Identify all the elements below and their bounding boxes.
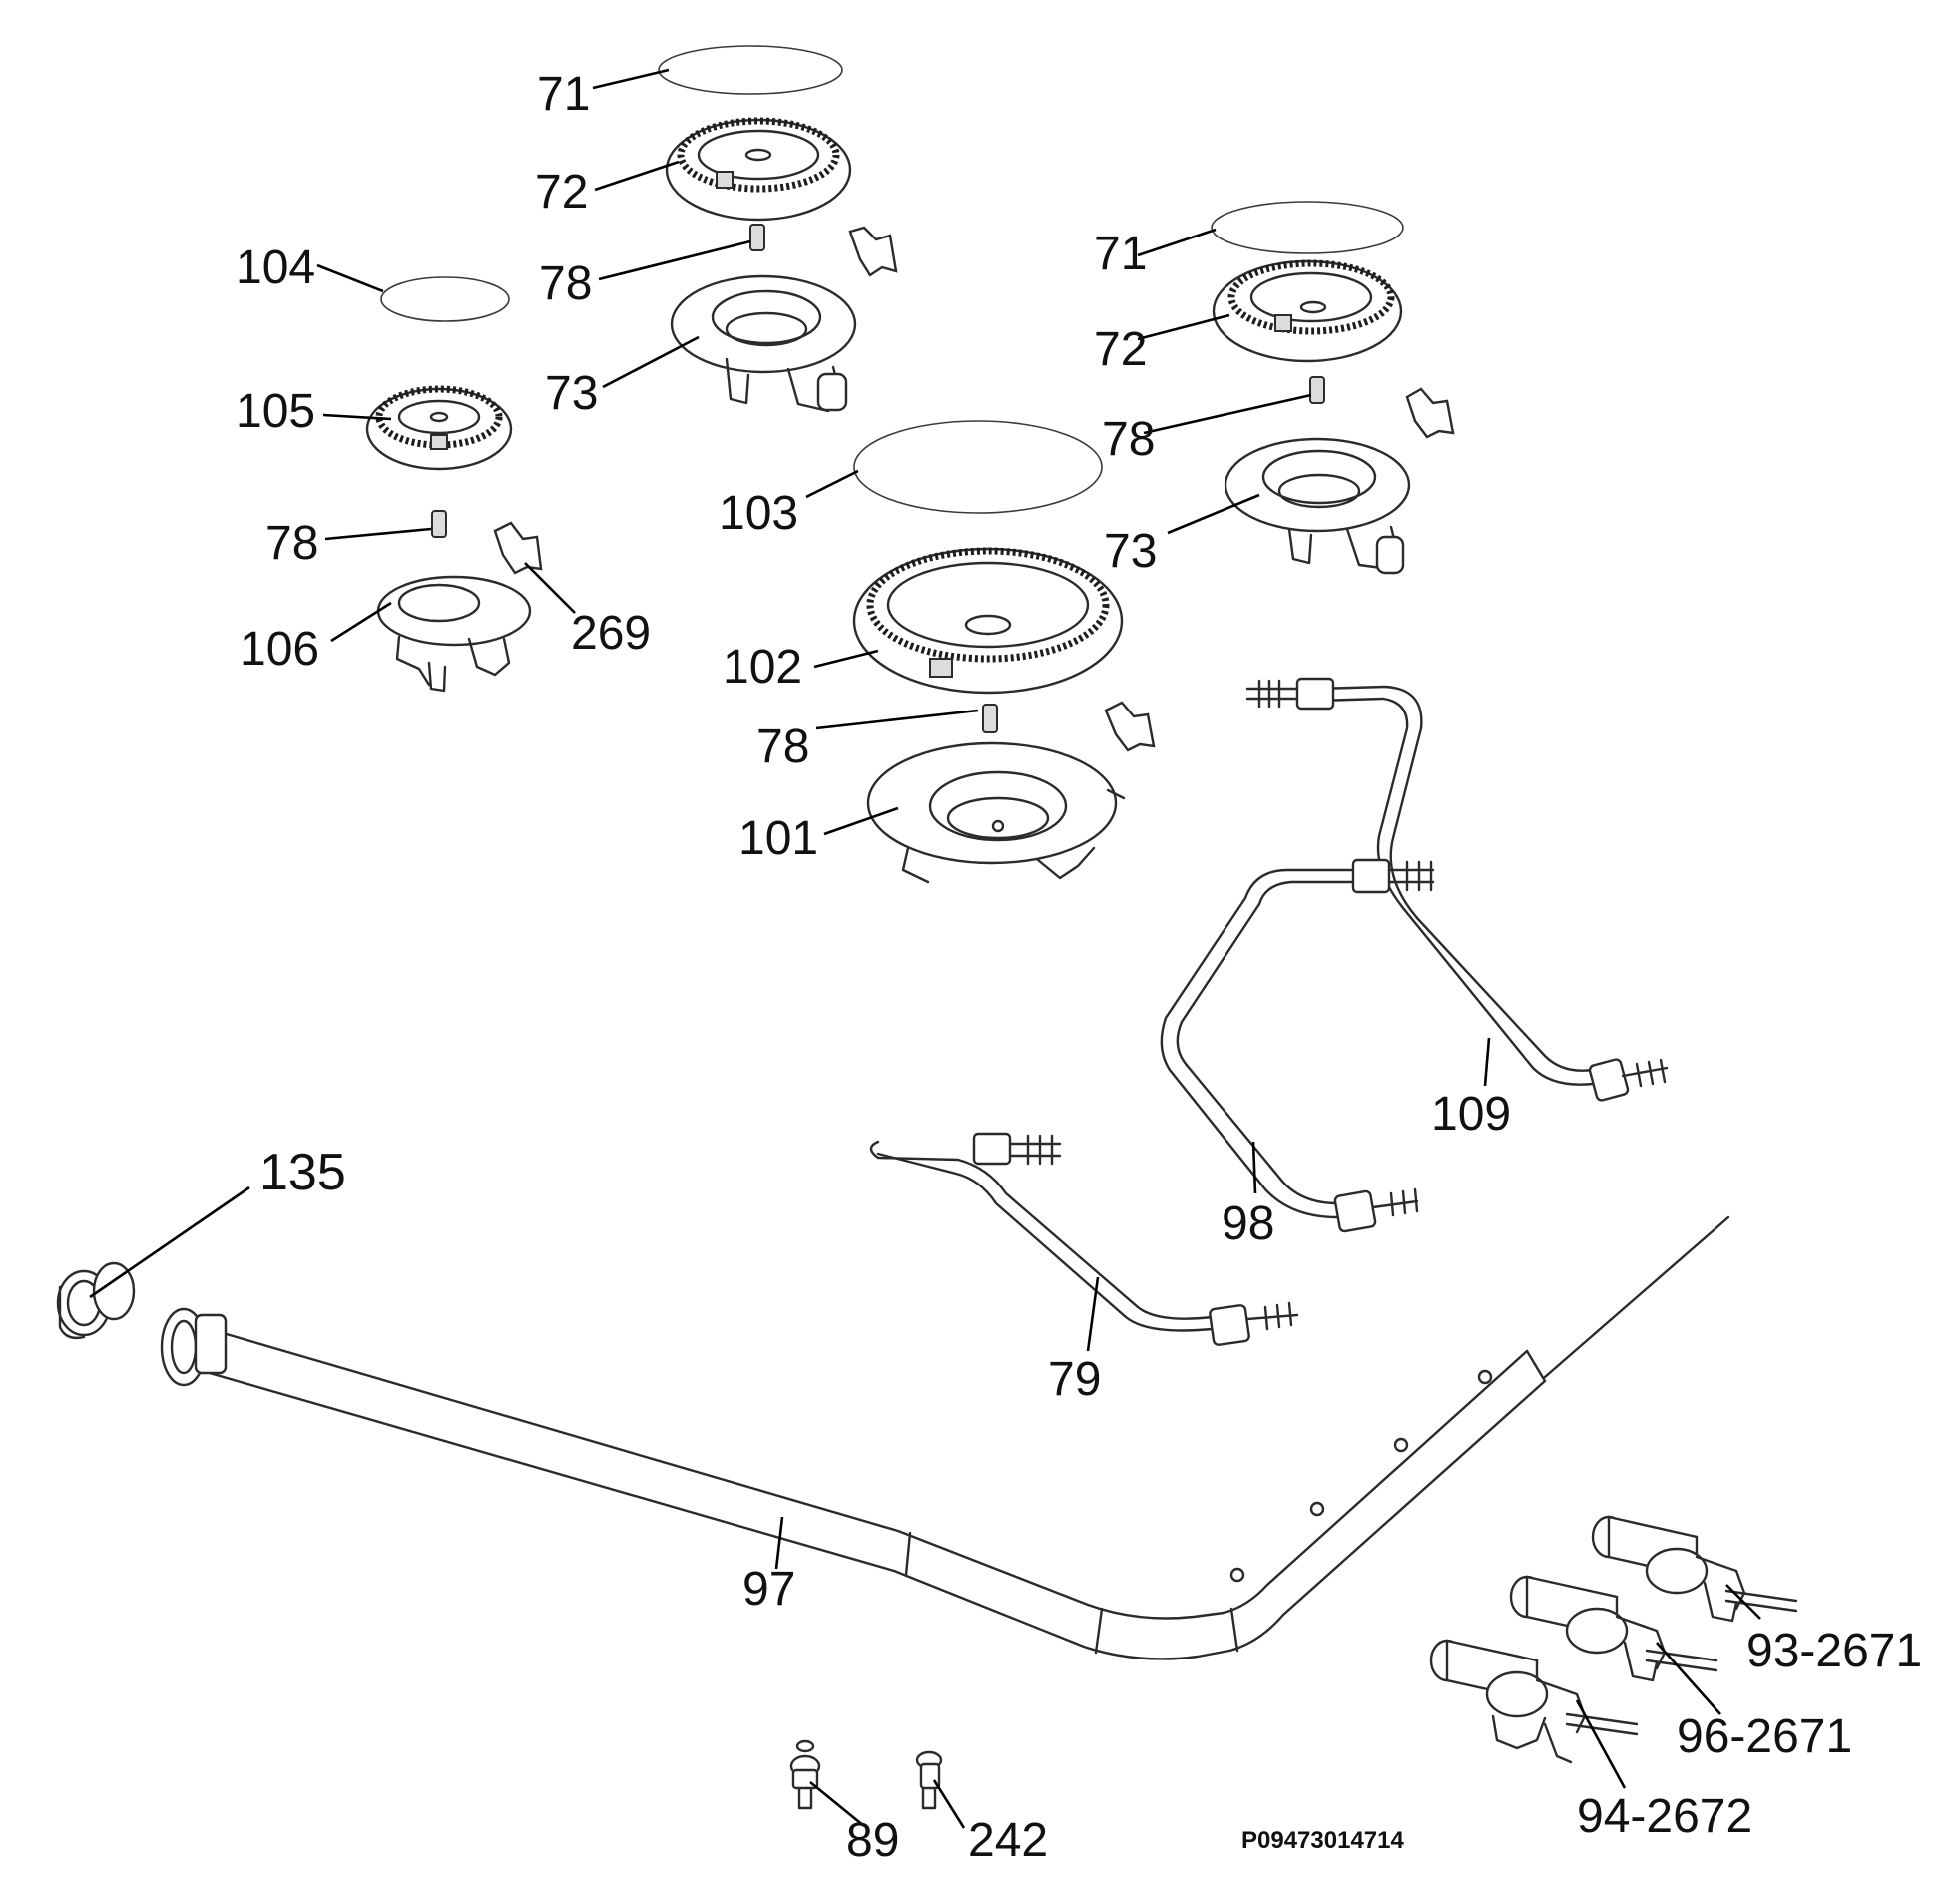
injector-center bbox=[982, 704, 998, 733]
label-cap-top: 71 bbox=[537, 68, 590, 121]
label-burner-left: 105 bbox=[236, 385, 315, 438]
electrode-clip-left bbox=[493, 521, 543, 575]
burner-base-center bbox=[866, 741, 1126, 884]
burner-cap-right bbox=[1211, 201, 1404, 254]
part-labels: 71 72 78 73 104 105 78 106 269 71 72 78 … bbox=[236, 68, 1922, 1867]
label-burner-right: 72 bbox=[1094, 323, 1147, 376]
burner-assembly-left bbox=[365, 276, 543, 693]
label-injector-top: 78 bbox=[539, 257, 592, 310]
burner-ring-center bbox=[852, 547, 1124, 695]
burner-base-left bbox=[376, 575, 532, 693]
label-injector-left: 78 bbox=[265, 517, 318, 570]
burner-base-top bbox=[670, 274, 857, 413]
nozzle-242 bbox=[915, 1750, 943, 1810]
label-pipe-98: 98 bbox=[1222, 1197, 1274, 1250]
label-injector-center: 78 bbox=[756, 720, 809, 773]
nozzle-89 bbox=[789, 1739, 821, 1810]
gas-valve-94 bbox=[1429, 1639, 1639, 1764]
label-injector-right: 78 bbox=[1102, 413, 1155, 466]
label-pipe-109: 109 bbox=[1431, 1088, 1511, 1141]
gas-valve-93 bbox=[1591, 1515, 1798, 1623]
diagram-reference-code: P09473014714 bbox=[1241, 1827, 1404, 1854]
gas-pipe-98 bbox=[1160, 858, 1435, 1233]
injector-top bbox=[749, 224, 765, 251]
fitting-135 bbox=[56, 1261, 136, 1340]
label-nozzle-242: 242 bbox=[968, 1814, 1048, 1867]
label-base-center: 101 bbox=[738, 812, 818, 865]
gas-pipe-109 bbox=[1245, 677, 1669, 1102]
burner-cap-left bbox=[380, 276, 510, 322]
label-cap-left: 104 bbox=[236, 241, 315, 294]
label-valve-96: 96-2671 bbox=[1677, 1710, 1852, 1763]
label-base-top: 73 bbox=[545, 367, 598, 420]
label-electrode-left: 269 bbox=[571, 607, 651, 660]
label-manifold-97: 97 bbox=[742, 1563, 795, 1616]
burner-assembly-top bbox=[658, 45, 898, 413]
label-nozzle-89: 89 bbox=[846, 1814, 899, 1867]
burner-base-right bbox=[1224, 437, 1411, 575]
label-valve-94: 94-2672 bbox=[1577, 1790, 1752, 1843]
label-fitting-135: 135 bbox=[259, 1144, 346, 1201]
injector-left bbox=[431, 510, 447, 538]
injector-right bbox=[1309, 376, 1325, 404]
electrode-clip-center bbox=[1104, 701, 1156, 752]
burner-ring-top bbox=[665, 117, 852, 222]
electrode-clip-right bbox=[1405, 387, 1455, 439]
label-valve-93: 93-2671 bbox=[1746, 1625, 1922, 1677]
label-base-left: 106 bbox=[240, 623, 319, 676]
burner-cap-center bbox=[853, 420, 1103, 514]
gas-pipe-79 bbox=[869, 1132, 1299, 1346]
label-base-right: 73 bbox=[1104, 525, 1157, 578]
burner-assembly-center bbox=[852, 420, 1156, 884]
label-cap-right: 71 bbox=[1094, 228, 1147, 280]
electrode-clip-top bbox=[848, 226, 898, 277]
label-cap-center: 103 bbox=[719, 487, 798, 540]
label-burner-top: 72 bbox=[535, 166, 588, 219]
label-burner-center: 102 bbox=[723, 641, 802, 694]
burner-ring-left bbox=[365, 385, 513, 471]
leader-lines bbox=[89, 68, 1761, 1829]
gas-valve-96 bbox=[1509, 1575, 1718, 1682]
label-pipe-79: 79 bbox=[1048, 1353, 1101, 1406]
gas-manifold-97 bbox=[160, 1215, 1730, 1660]
burner-ring-right bbox=[1212, 259, 1403, 363]
burner-cap-top bbox=[658, 45, 843, 95]
burner-assembly-right bbox=[1211, 201, 1455, 575]
